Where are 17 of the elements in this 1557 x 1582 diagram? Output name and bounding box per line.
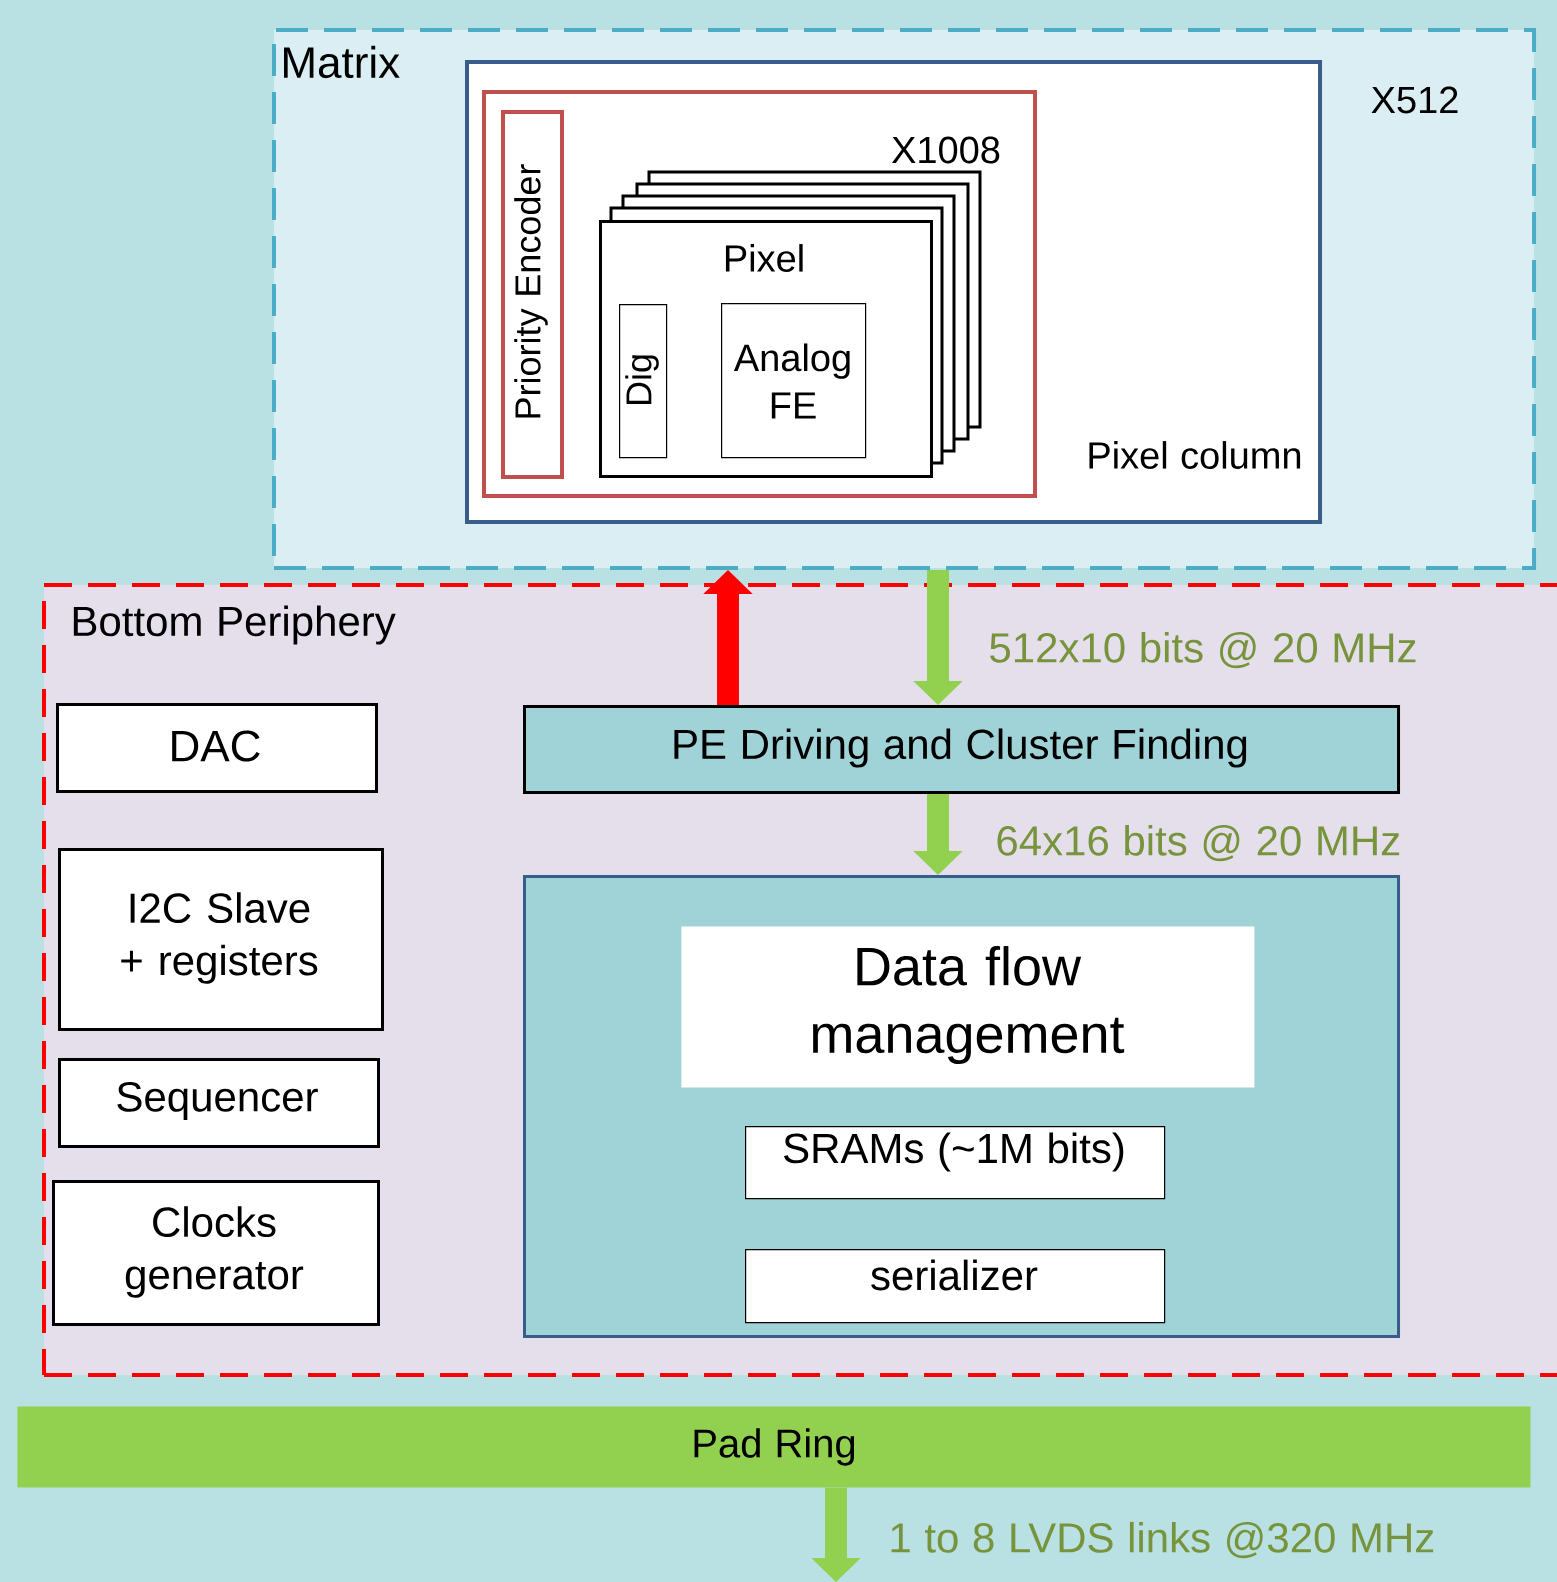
process-box: Sequencer bbox=[58, 1058, 380, 1148]
process-box: Data flow management bbox=[681, 926, 1255, 1088]
edge-label: 512x10 bits @ 20 MHz bbox=[990, 631, 1416, 669]
process-box: I2C Slave + registers bbox=[58, 848, 384, 1031]
process-box: DAC bbox=[56, 703, 378, 793]
pad-ring-bar: Pad Ring bbox=[17, 1406, 1531, 1488]
edge-label: 64x16 bits @ 20 MHz bbox=[997, 824, 1400, 862]
multiplier-label: X512 bbox=[1371, 86, 1458, 114]
block-box: Analog FE bbox=[721, 303, 867, 459]
encoder-box: Priority Encoder bbox=[501, 110, 564, 479]
process-box: PE Driving and Cluster Finding bbox=[523, 705, 1401, 794]
edge-label: 1 to 8 LVDS links @320 MHz bbox=[891, 1521, 1434, 1559]
process-box: SRAMs (~1M bits) bbox=[745, 1126, 1166, 1200]
block-box: Dig bbox=[619, 304, 668, 459]
process-box: Clocks generator bbox=[52, 1180, 380, 1326]
multiplier-label: X1008 bbox=[891, 136, 1000, 164]
process-box: serializer bbox=[745, 1249, 1166, 1324]
